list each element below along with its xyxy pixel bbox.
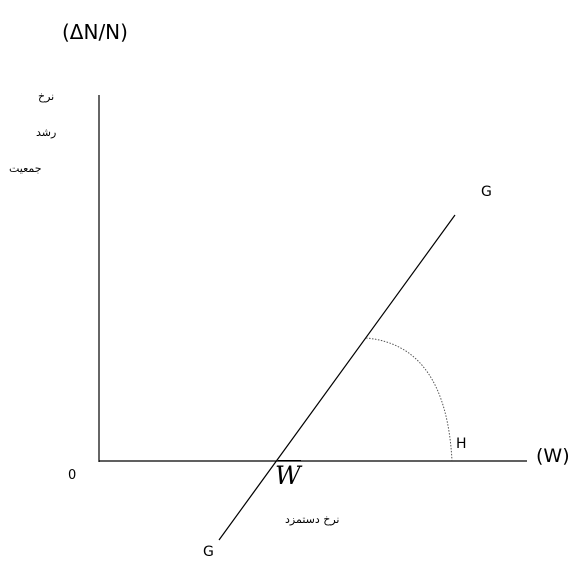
x-axis-name: نرخ دستمزد xyxy=(285,513,340,526)
h-point-label: H xyxy=(456,436,467,452)
g-g-line xyxy=(218,214,456,541)
w-bar-label: W xyxy=(275,460,301,490)
origin-label: 0 xyxy=(68,468,77,483)
angle-arc xyxy=(365,337,453,462)
g-bottom-label: G xyxy=(203,544,214,560)
y-axis-name-line-1: نرخ xyxy=(38,90,55,103)
x-axis-symbol: (W) xyxy=(536,445,570,467)
y-axis-symbol: (ΔN/N) xyxy=(62,20,128,44)
y-axis-name-line-2: رشد xyxy=(36,126,57,139)
y-axis-name-line-3: جمعیت xyxy=(9,162,42,175)
g-top-label: G xyxy=(481,184,492,200)
